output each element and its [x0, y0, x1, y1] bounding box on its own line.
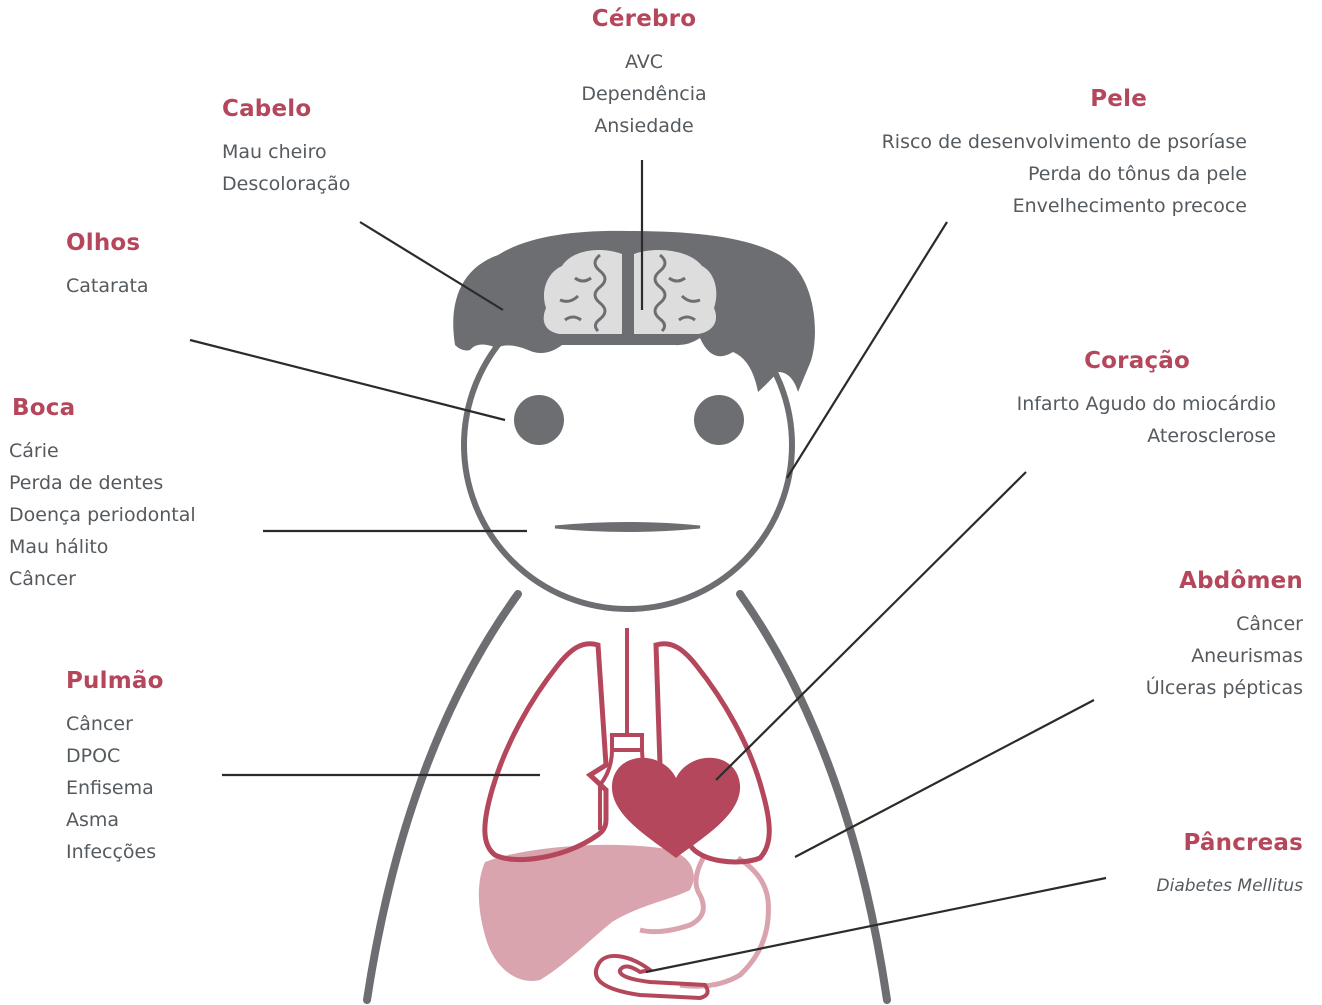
label-item: Câncer — [9, 563, 196, 595]
label-pulmao: Pulmão Câncer DPOC Enfisema Asma Infecçõ… — [66, 668, 164, 868]
label-title: Coração — [960, 348, 1190, 374]
label-boca: Boca Cárie Perda de dentes Doença period… — [9, 395, 196, 595]
pancreas-line — [646, 878, 1106, 972]
olhos-line — [190, 340, 505, 420]
label-title: Cabelo — [222, 96, 350, 122]
label-item: Aterosclerose — [960, 420, 1276, 452]
label-item: Enfisema — [66, 772, 164, 804]
label-pele: Pele Risco de desenvolvimento de psorías… — [800, 86, 1247, 222]
label-item: Mau hálito — [9, 531, 196, 563]
label-title: Pâncreas — [1100, 830, 1303, 856]
label-title: Cérebro — [544, 6, 744, 32]
right-eye — [694, 395, 744, 445]
label-item: Dependência — [544, 78, 744, 110]
label-olhos: Olhos Catarata — [66, 230, 149, 302]
label-coracao: Coração Infarto Agudo do miocárdio Atero… — [960, 348, 1276, 452]
label-item: Perda de dentes — [9, 467, 196, 499]
label-item: AVC — [544, 46, 744, 78]
left-eye — [514, 395, 564, 445]
heart-icon — [612, 758, 740, 858]
label-item: Diabetes Mellitus — [1100, 870, 1303, 902]
label-item: Mau cheiro — [222, 136, 350, 168]
label-item: Câncer — [1100, 608, 1303, 640]
label-item: Catarata — [66, 270, 149, 302]
left-lung — [485, 644, 606, 860]
label-item: DPOC — [66, 740, 164, 772]
label-item: Úlceras pépticas — [1100, 672, 1303, 704]
label-item: Envelhecimento precoce — [800, 190, 1247, 222]
label-cabelo: Cabelo Mau cheiro Descoloração — [222, 96, 350, 200]
label-item: Doença periodontal — [9, 499, 196, 531]
label-item: Aneurismas — [1100, 640, 1303, 672]
label-item: Infecções — [66, 836, 164, 868]
label-pancreas: Pâncreas Diabetes Mellitus — [1100, 830, 1303, 902]
label-item: Perda do tônus da pele — [800, 158, 1247, 190]
abdomen-line — [795, 700, 1094, 857]
label-title: Boca — [12, 395, 196, 421]
label-title: Abdômen — [1100, 568, 1303, 594]
label-title: Pulmão — [66, 668, 164, 694]
label-cerebro: Cérebro AVC Dependência Ansiedade — [544, 6, 744, 142]
label-item: Câncer — [66, 708, 164, 740]
label-item: Ansiedade — [544, 110, 744, 142]
label-item: Infarto Agudo do miocárdio — [960, 388, 1276, 420]
label-item: Risco de desenvolvimento de psoríase — [800, 126, 1247, 158]
label-abdomen: Abdômen Câncer Aneurismas Úlceras péptic… — [1100, 568, 1303, 704]
liver — [479, 845, 694, 981]
label-title: Pele — [800, 86, 1147, 112]
mouth — [555, 524, 700, 531]
label-item: Asma — [66, 804, 164, 836]
label-item: Descoloração — [222, 168, 350, 200]
label-item: Cárie — [9, 435, 196, 467]
label-title: Olhos — [66, 230, 149, 256]
